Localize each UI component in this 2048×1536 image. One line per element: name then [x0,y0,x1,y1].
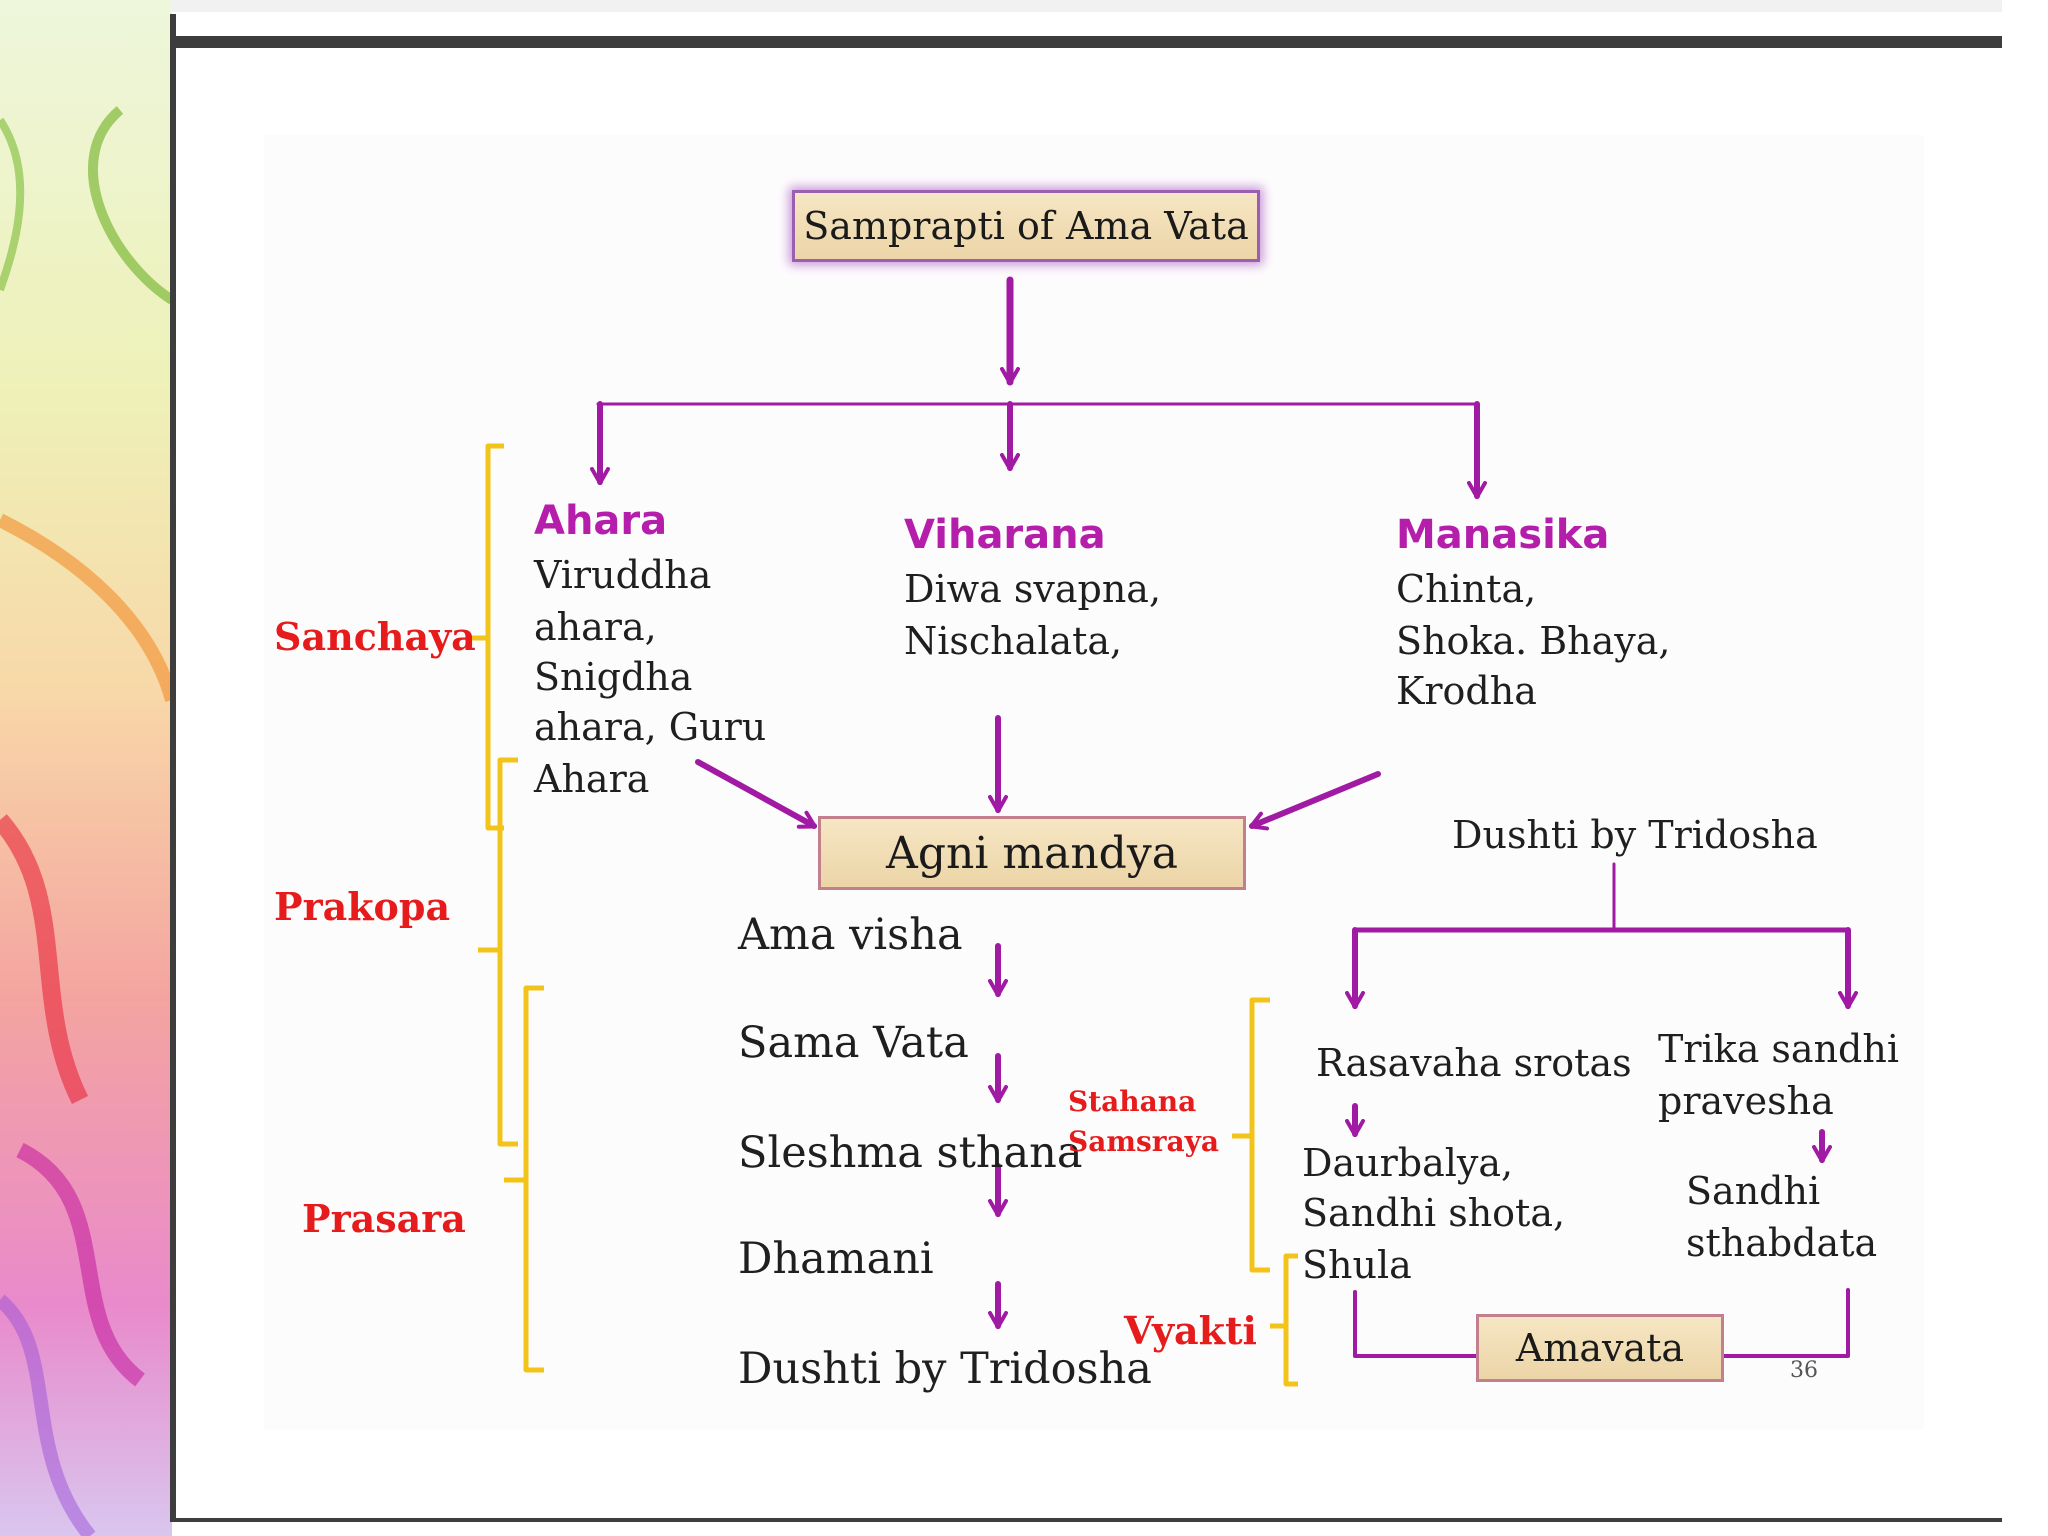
line-sandhi-to-amavata [1722,1288,1850,1358]
viharana-line-1: Diwa svapna, [904,567,1162,611]
flow-step-sleshma-sthana: Sleshma sthana [738,1128,1083,1178]
sandhi-line-2: sthabdata [1686,1221,1878,1265]
rasavaha-line-3: Shula [1302,1243,1412,1287]
bracket-prasara [523,985,544,1373]
stage-prakopa: Prakopa [274,884,451,929]
trika-line-2: pravesha [1658,1079,1834,1123]
ahara-line-5: Ahara [534,757,650,801]
stage-stahana-line-1: Stahana [1068,1085,1197,1118]
arrow-manasika-to-agni [1249,771,1381,831]
bracket-stahana [1249,997,1270,1273]
manasika-line-3: Krodha [1396,669,1537,713]
stage-stahana-line-2: Samsraya [1068,1125,1220,1158]
trika-line-1: Trika sandhi [1658,1027,1900,1071]
stage-prasara: Prasara [302,1196,466,1241]
manasika-line-2: Shoka. Bhaya, [1396,619,1671,663]
cause-heading-ahara: Ahara [534,498,668,544]
sandhi-line-1: Sandhi [1686,1169,1821,1213]
right-branch-heading: Dushti by Tridosha [1452,813,1818,857]
flow-step-sama-vata: Sama Vata [738,1018,969,1068]
ahara-line-1: Viruddha [534,553,712,597]
cause-heading-manasika: Manasika [1396,512,1610,558]
decorative-swirl-background [0,0,172,1536]
flow-step-ama-visha: Ama visha [738,910,963,960]
bracket-vyakti [1283,1253,1298,1387]
amavata-text: Amavata [1515,1326,1685,1370]
rasavaha-line-1: Daurbalya, [1302,1141,1514,1185]
flow-step-dushti: Dushti by Tridosha [738,1344,1152,1394]
amavata-box: Amavata [1476,1314,1724,1382]
agni-mandya-box: Agni mandya [818,816,1246,890]
line-shula-to-amavata [1353,1290,1480,1358]
viharana-line-2: Nischalata, [904,619,1123,663]
bracket-prakopa [497,757,518,1147]
slide-bottom-border [170,1518,2002,1522]
agni-mandya-text: Agni mandya [886,827,1178,879]
ahara-line-3: Snigdha [534,655,693,699]
stage-sanchaya: Sanchaya [274,614,476,659]
diagram-background [264,135,1924,1430]
title-box: Samprapti of Ama Vata [792,190,1260,262]
slide-top-border [172,36,2002,48]
slide-number: 36 [1790,1358,1818,1383]
stage-vyakti: Vyakti [1124,1308,1257,1353]
manasika-line-1: Chinta, [1396,567,1537,611]
cause-heading-viharana: Viharana [904,512,1106,558]
flow-step-dhamani: Dhamani [738,1234,934,1284]
ahara-line-4: ahara, Guru [534,705,767,749]
ahara-line-2: ahara, [534,605,657,649]
arrow-ahara-to-agni [695,759,817,829]
title-text: Samprapti of Ama Vata [803,204,1249,248]
slide-top-strip [172,0,2002,12]
rasavaha-line-2: Sandhi shota, [1302,1191,1566,1235]
rasavaha-srotas: Rasavaha srotas [1316,1041,1632,1085]
slide-left-border [170,14,176,1520]
